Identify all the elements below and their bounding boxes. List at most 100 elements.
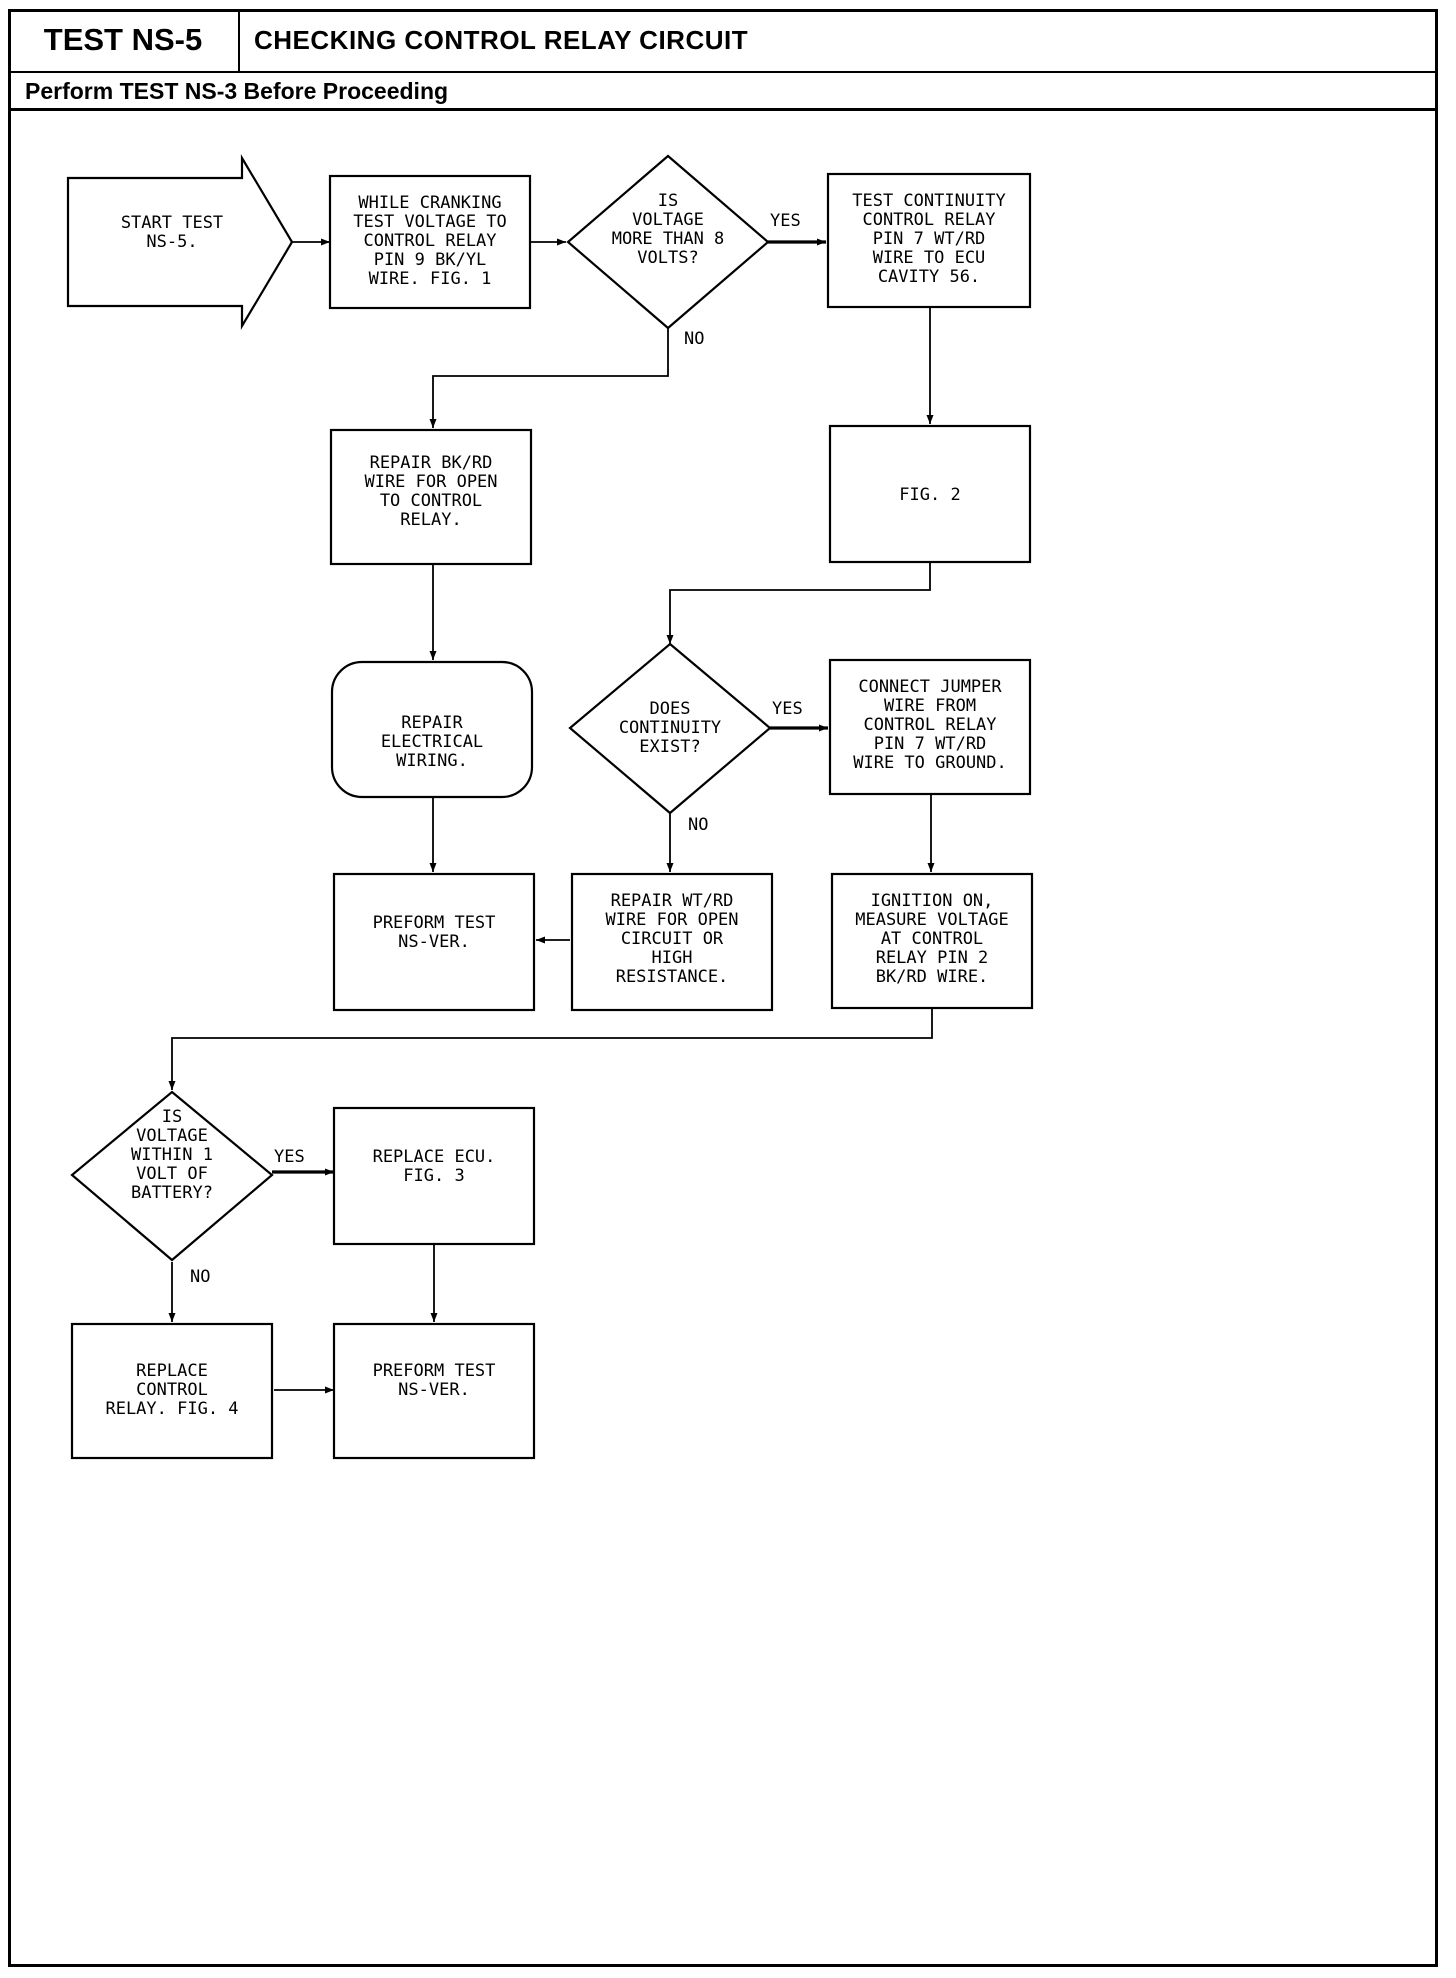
text-line: NS-5. xyxy=(146,232,197,252)
label-no-q1: NO xyxy=(684,329,704,349)
text-line: PIN 7 WT/RD xyxy=(873,229,986,249)
replace-ecu-text: REPLACE ECU.FIG. 3 xyxy=(373,1147,496,1186)
connectors xyxy=(168,238,935,1394)
text-line: FIG. 3 xyxy=(403,1166,464,1186)
text-line: IS xyxy=(162,1107,182,1127)
arrow-fig2-to-q2 xyxy=(666,562,931,644)
text-line: TEST VOLTAGE TO xyxy=(353,212,507,232)
text-line: VOLTS? xyxy=(637,248,698,268)
text-line: TO CONTROL xyxy=(380,491,482,511)
fig2-box: FIG. 2 xyxy=(828,424,1032,564)
text-line: FIG. 2 xyxy=(899,485,960,505)
test-id: TEST NS-5 xyxy=(8,9,240,71)
text-line: VOLTAGE xyxy=(136,1126,208,1146)
text-line: WIRING. xyxy=(396,751,468,771)
text-line: WHILE CRANKING xyxy=(358,193,501,213)
text-line: REPAIR BK/RD xyxy=(370,453,493,473)
text-line: EXIST? xyxy=(639,737,700,757)
text-line: CONNECT JUMPER xyxy=(858,677,1002,697)
text-line: CAVITY 56. xyxy=(878,267,980,287)
text-line: PIN 7 WT/RD xyxy=(874,734,987,754)
text-line: DOES xyxy=(650,699,691,719)
text-line: PIN 9 BK/YL xyxy=(374,250,487,270)
text-line: CIRCUIT OR xyxy=(621,929,724,949)
text-line: WIRE TO GROUND. xyxy=(853,753,1007,773)
text-line: WIRE TO ECU xyxy=(873,248,986,268)
text-line: REPAIR WT/RD xyxy=(611,891,734,911)
arrow-q1-no xyxy=(429,328,669,428)
text-line: REPLACE ECU. xyxy=(373,1147,496,1167)
arrow-ignition-to-q3 xyxy=(168,1008,933,1090)
text-line: IS xyxy=(658,191,678,211)
text-line: AT CONTROL xyxy=(881,929,983,949)
text-line: RELAY PIN 2 xyxy=(876,948,989,968)
text-line: START TEST xyxy=(121,213,223,233)
text-line: IGNITION ON, xyxy=(871,891,994,911)
text-line: REPAIR xyxy=(401,713,463,733)
test-title: CHECKING CONTROL RELAY CIRCUIT xyxy=(254,25,749,55)
text-line: MORE THAN 8 xyxy=(612,229,725,249)
text-line: WIRE FROM xyxy=(884,696,976,716)
text-line: RELAY. FIG. 4 xyxy=(105,1399,238,1419)
text-line: RESISTANCE. xyxy=(616,967,729,987)
text-line: PREFORM TEST xyxy=(373,1361,496,1381)
text-line: NS-VER. xyxy=(398,1380,470,1400)
label-yes-q1: YES xyxy=(770,211,801,231)
text-line: WIRE FOR OPEN xyxy=(605,910,738,930)
text-line: TEST CONTINUITY xyxy=(852,191,1006,211)
prerequisite-row: Perform TEST NS-3 Before Proceeding xyxy=(8,73,1438,111)
text-line: WIRE. FIG. 1 xyxy=(369,269,492,289)
fig2-text: FIG. 2 xyxy=(899,485,960,505)
text-line: RELAY. xyxy=(400,510,461,530)
label-no-q2: NO xyxy=(688,815,708,835)
text-line: VOLT OF xyxy=(136,1164,208,1184)
text-line: CONTROL RELAY xyxy=(363,231,496,251)
label-no-q3: NO xyxy=(190,1267,210,1287)
text-line: HIGH xyxy=(652,948,693,968)
text-line: VOLTAGE xyxy=(632,210,704,230)
header-row: TEST NS-5 CHECKING CONTROL RELAY CIRCUIT xyxy=(8,9,1438,73)
prerequisite-note: Perform TEST NS-3 Before Proceeding xyxy=(25,78,449,104)
text-line: BATTERY? xyxy=(131,1183,213,1203)
text-line: WIRE FOR OPEN xyxy=(364,472,497,492)
text-line: REPLACE xyxy=(136,1361,208,1381)
page-frame xyxy=(8,9,1438,1967)
label-yes-q2: YES xyxy=(772,699,803,719)
text-line: NS-VER. xyxy=(398,932,470,952)
text-line: CONTROL RELAY xyxy=(863,715,996,735)
label-yes-q3: YES xyxy=(274,1147,305,1167)
replace-ecu-box: REPLACE ECU.FIG. 3 xyxy=(332,1106,536,1246)
text-line: CONTROL RELAY xyxy=(862,210,995,230)
text-line: CONTROL xyxy=(136,1380,208,1400)
text-line: WITHIN 1 xyxy=(131,1145,213,1165)
text-line: PREFORM TEST xyxy=(373,913,496,933)
text-line: ELECTRICAL xyxy=(381,732,483,752)
